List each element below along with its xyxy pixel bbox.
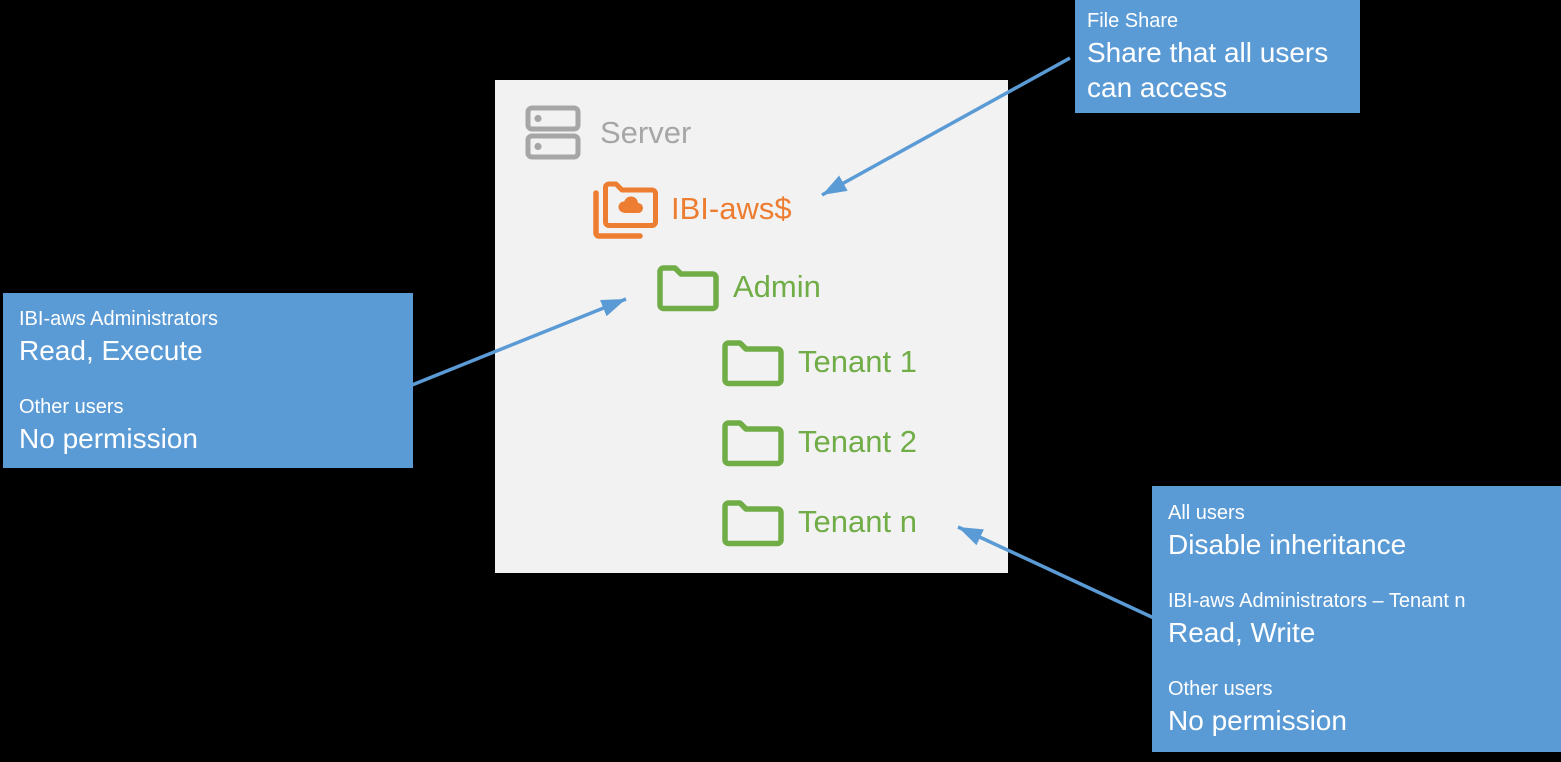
folder-label: Tenant 2 — [798, 424, 917, 459]
callout-detail: No permission — [19, 423, 198, 454]
callout-tenant-permissions: All users Disable inheritance IBI-aws Ad… — [1152, 486, 1561, 752]
permission-group: Other users No permission — [19, 394, 397, 456]
folder-label: Tenant 1 — [798, 344, 917, 379]
folder-icon — [722, 340, 784, 387]
callout-heading: IBI-aws Administrators – Tenant n — [1168, 590, 1466, 612]
shared-cloud-folder-icon — [593, 181, 658, 239]
folder-row-admin: Admin — [657, 262, 821, 312]
server-row: Server — [525, 104, 691, 162]
callout-detail: Read, Execute — [19, 335, 203, 366]
file-share-row: IBI-aws$ — [588, 176, 792, 242]
permission-group: All users Disable inheritance — [1168, 500, 1545, 562]
permission-group: File Share Share that all users can acce… — [1087, 8, 1348, 105]
callout-heading: IBI-aws Administrators — [19, 308, 218, 330]
permission-group: IBI-aws Administrators – Tenant n Read, … — [1168, 588, 1545, 650]
folder-row-tenant-2: Tenant 2 — [722, 417, 917, 467]
cloud-glyph — [618, 196, 643, 213]
callout-heading: Other users — [19, 396, 124, 418]
callout-detail: Read, Write — [1168, 617, 1316, 648]
callout-heading: Other users — [1168, 678, 1273, 700]
callout-detail: Disable inheritance — [1168, 529, 1407, 560]
callout-detail: No permission — [1168, 705, 1347, 736]
callout-heading: File Share — [1087, 10, 1179, 32]
callout-file-share: File Share Share that all users can acce… — [1075, 0, 1360, 113]
permission-group: Other users No permission — [1168, 676, 1545, 738]
folder-label: Admin — [733, 269, 821, 304]
callout-detail: Share that all users can access — [1087, 37, 1329, 103]
server-panel: Server IBI-aws$ Admin — [495, 80, 1008, 573]
folder-icon — [657, 265, 719, 312]
folder-icon — [722, 500, 784, 547]
server-label: Server — [600, 115, 692, 150]
folder-row-tenant-1: Tenant 1 — [722, 337, 917, 387]
permission-group: IBI-aws Administrators Read, Execute — [19, 306, 397, 368]
folder-icon — [722, 420, 784, 467]
folder-row-tenant-n: Tenant n — [722, 497, 917, 547]
callout-heading: All users — [1168, 502, 1245, 524]
file-share-label: IBI-aws$ — [671, 191, 792, 226]
folder-label: Tenant n — [798, 504, 917, 539]
callout-admin-permissions: IBI-aws Administrators Read, Execute Oth… — [3, 293, 413, 468]
server-icon — [525, 105, 581, 160]
